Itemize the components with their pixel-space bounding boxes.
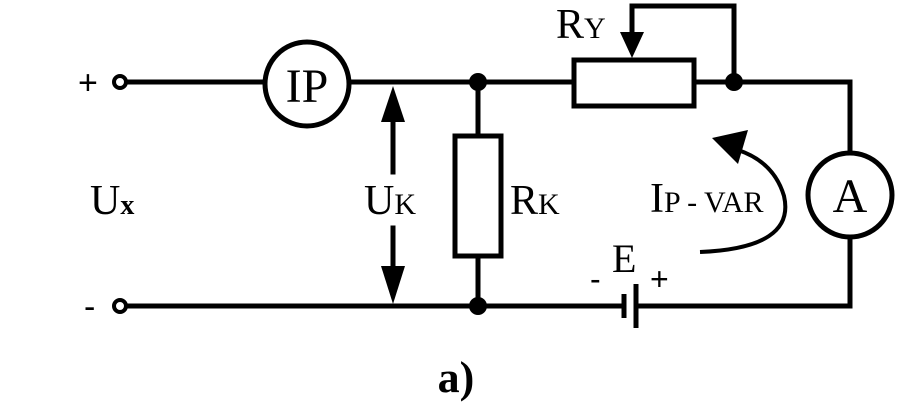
wire-rheostat-wiper [629, 3, 737, 85]
wires [123, 3, 853, 309]
resistor-rk: RK [452, 133, 560, 259]
voltage-uk-label: UK [364, 178, 416, 224]
figure-caption: a) [438, 353, 475, 402]
current-loop-arrow: IP - VAR [650, 130, 788, 254]
junction-top-rk [469, 73, 487, 91]
uk-arrowhead-up [381, 86, 405, 122]
meter-ip-circle [262, 39, 352, 129]
resistor-rk-body [452, 133, 504, 259]
uk-arrowhead-down [381, 266, 405, 304]
battery-minus-label: - [590, 261, 601, 297]
ammeter-label: A [833, 170, 868, 223]
junctions [469, 73, 743, 315]
meter-ip-label: IP [286, 60, 329, 113]
voltage-uk-arrow: UK [364, 86, 416, 304]
rheostat-ry-body [571, 57, 697, 109]
rheostat-wiper-arrow [620, 32, 644, 58]
ammeter-circle [805, 150, 895, 240]
junction-top-rheostat [725, 73, 743, 91]
current-label: IP - VAR [650, 176, 764, 222]
battery-label: E [612, 236, 636, 281]
terminals: + - [78, 64, 128, 326]
junction-bottom-rk [469, 297, 487, 315]
plus-sign-label: + [78, 64, 98, 102]
battery-e: E - + [590, 236, 669, 328]
ammeter: A [805, 150, 895, 240]
current-loop-curve [699, 148, 788, 254]
rheostat-ry-label: RY [556, 2, 606, 48]
rheostat-ry: RY [556, 2, 697, 109]
input-voltage-label: Ux [90, 178, 134, 224]
battery-plus-label: + [650, 261, 669, 297]
minus-sign-label: - [84, 288, 95, 326]
current-loop-arrowhead [712, 130, 748, 164]
terminal-minus [112, 298, 128, 314]
meter-ip: IP [262, 39, 352, 129]
resistor-rk-label: RK [510, 178, 560, 224]
terminal-plus [112, 74, 128, 90]
